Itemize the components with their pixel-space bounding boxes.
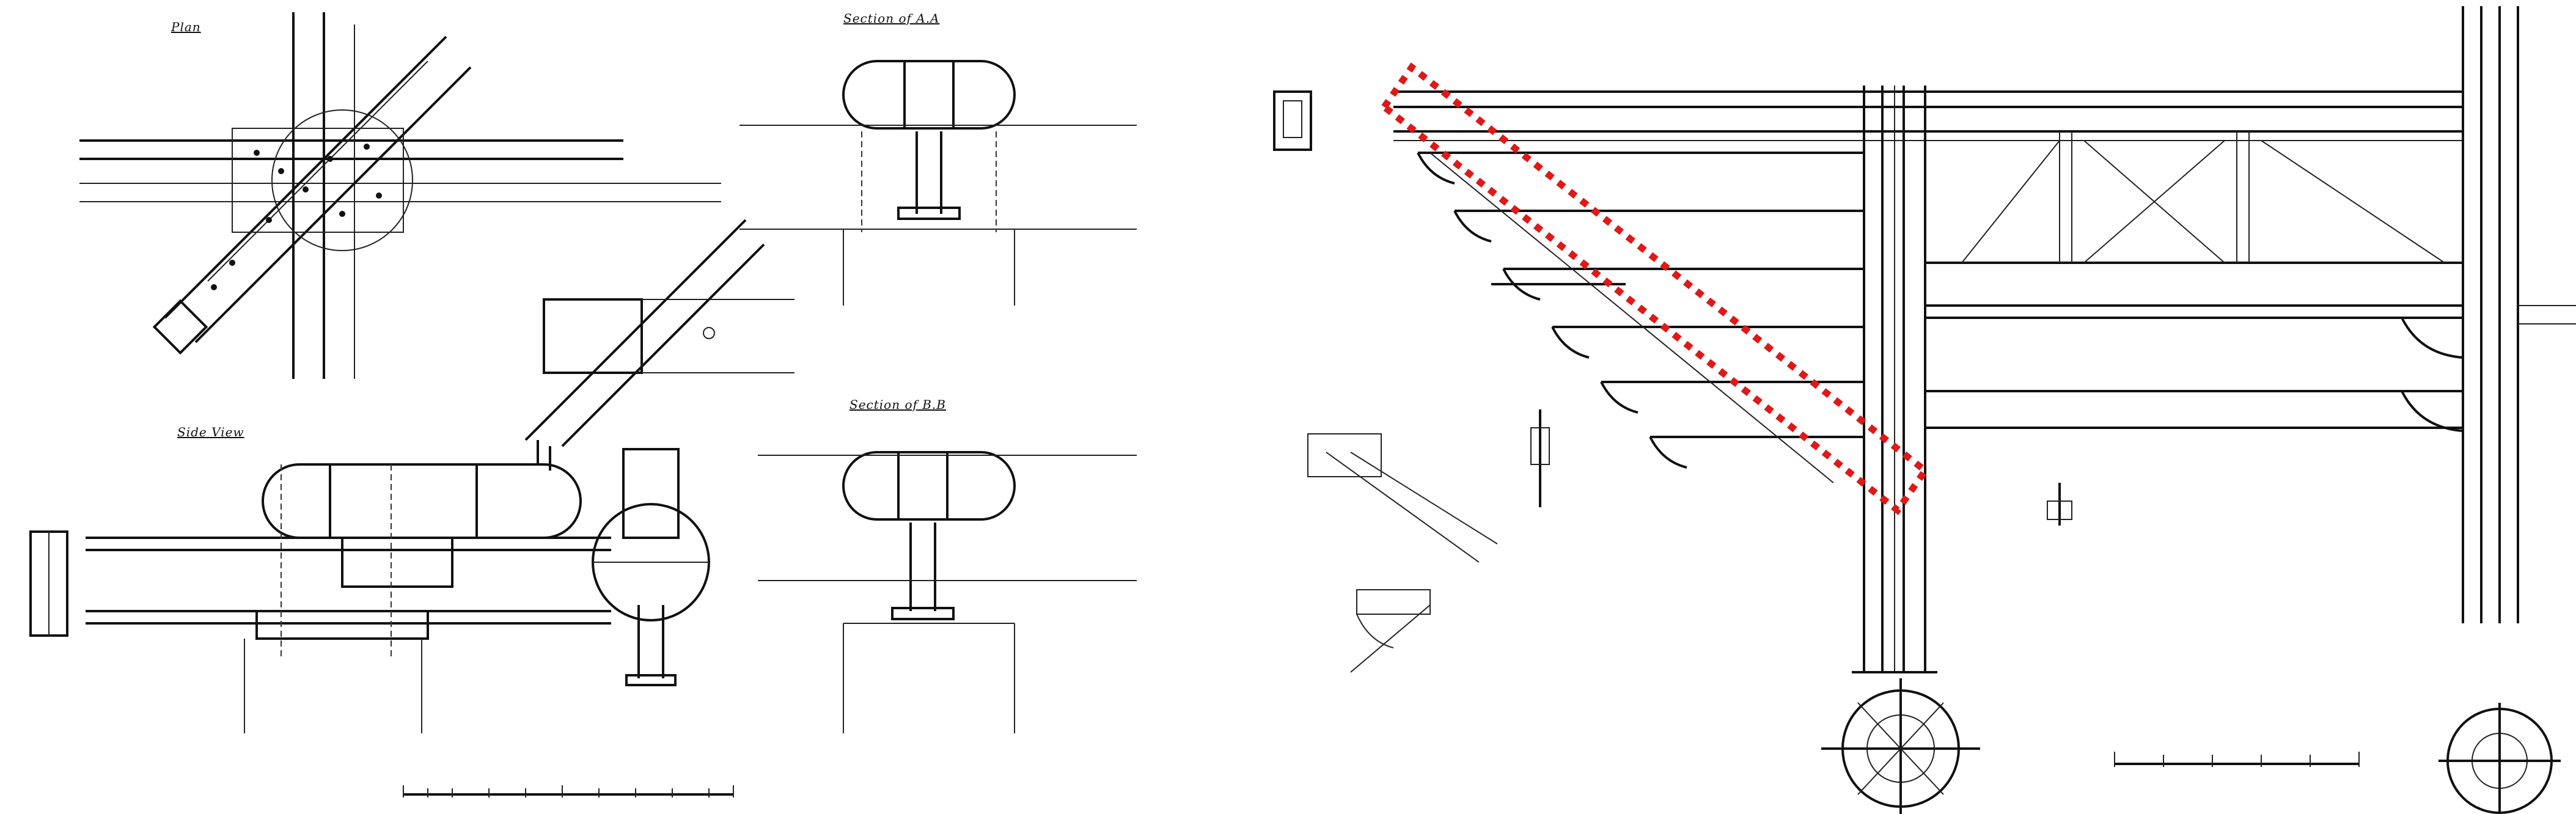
column-section-left <box>1821 678 1980 814</box>
right-drawing-sheet <box>1247 0 2576 814</box>
scale-bar <box>403 785 734 798</box>
left-drawing-sheet: Plan Section of A.A Section of B.B Side … <box>0 0 1161 814</box>
column-section <box>592 448 710 686</box>
section-bb-label: Section of B.B <box>849 397 947 412</box>
column-section-right <box>2438 703 2561 814</box>
side-view-label: Side View <box>177 425 244 439</box>
bracket-detail-1 <box>1307 433 1498 563</box>
stepped-brackets <box>1417 152 1864 483</box>
plan-view <box>79 12 721 379</box>
central-column <box>1852 86 1937 673</box>
connection-detail <box>524 219 794 471</box>
bracket-detail-2 <box>1350 589 1431 673</box>
side-view <box>29 463 611 733</box>
truss <box>1925 131 2464 432</box>
clip-detail <box>1530 409 2072 526</box>
scale-bar-right <box>2114 752 2360 767</box>
section-aa-label: Section of A.A <box>843 11 940 26</box>
small-detail-box <box>1273 90 1312 151</box>
right-drawing <box>1273 6 2576 814</box>
section-bb <box>758 451 1137 733</box>
highlight-region <box>1379 62 1930 515</box>
plan-label: Plan <box>171 20 201 34</box>
top-beam <box>1393 90 2463 141</box>
left-drawing <box>29 12 1137 798</box>
section-aa <box>739 60 1137 306</box>
right-column <box>2462 6 2576 623</box>
